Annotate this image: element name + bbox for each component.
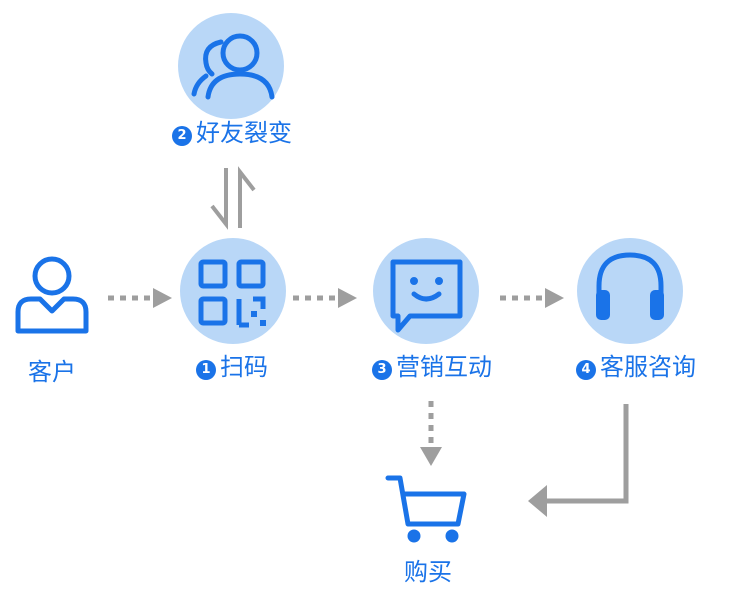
- qr-dot-1: [251, 311, 257, 317]
- qr-dot-2: [260, 320, 266, 326]
- marketing-label-text: 营销互动: [396, 353, 492, 381]
- step-1-badge: 1: [196, 360, 216, 380]
- customer-label: 客户: [28, 357, 76, 387]
- customer-label-text: 客户: [28, 358, 76, 386]
- scan-label-text: 扫码: [220, 353, 268, 381]
- arrow-marketing-to-purchase: [420, 401, 442, 466]
- shopping-cart-icon: [385, 475, 467, 543]
- step-2-badge: 2: [172, 126, 192, 146]
- referral-label-text: 好友裂变: [196, 119, 292, 147]
- arrow-marketing-to-service: [500, 288, 564, 308]
- users-icon: [191, 33, 275, 100]
- step-3-badge: 3: [372, 360, 392, 380]
- person-icon: [15, 256, 89, 334]
- arrows-scan-referral: [210, 166, 256, 230]
- chat-smile-icon: [390, 259, 463, 333]
- purchase-label-text: 购买: [404, 558, 452, 586]
- qr-code-icon: [198, 259, 266, 328]
- service-label-text: 客服咨询: [600, 353, 696, 381]
- scan-circle: [180, 238, 286, 344]
- arrow-service-to-purchase: [528, 404, 629, 517]
- headphones-icon: [596, 252, 664, 320]
- arrow-scan-to-marketing: [293, 288, 357, 308]
- purchase-label: 购买: [404, 557, 452, 587]
- arrow-customer-to-scan: [108, 288, 172, 308]
- step-4-badge: 4: [576, 360, 596, 380]
- marketing-circle: [373, 238, 479, 344]
